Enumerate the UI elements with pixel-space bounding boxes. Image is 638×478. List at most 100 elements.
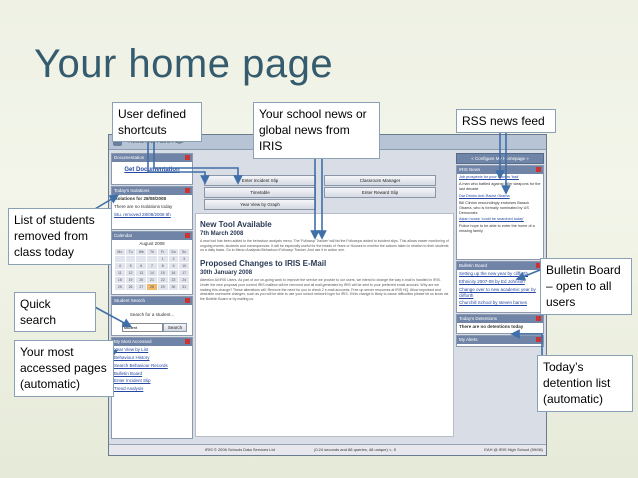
calendar-day[interactable]: 16 xyxy=(168,269,179,276)
calendar-day xyxy=(147,255,157,262)
footer-copyright: IRIS © 2006 Schools Data Services Ltd xyxy=(205,447,275,452)
recent-item[interactable]: Search Behaviour Records xyxy=(114,362,168,368)
student-search-panel: Student Search Search for a student... s… xyxy=(111,296,193,336)
get-documentation-link[interactable]: Get Documentation xyxy=(124,167,180,173)
close-icon[interactable] xyxy=(185,188,190,193)
iris-news-panel: IRIS News Job prospects for poor leavers… xyxy=(456,165,544,260)
app-screenshot: « Menu » My Home Page Documentation Get … xyxy=(108,134,547,456)
calendar-day[interactable]: 6 xyxy=(136,262,147,269)
calendar-day[interactable]: 14 xyxy=(147,269,157,276)
recent-item[interactable]: Bulletin Board xyxy=(114,370,143,376)
calendar-day[interactable]: 28 xyxy=(147,283,157,290)
isolations-header: Today's Isolations xyxy=(112,187,192,195)
bulletin-item[interactable]: Ethnicity 2007-08 by Ed Johnson xyxy=(459,278,525,284)
iris-news-item: A man who battled against killer weapons… xyxy=(459,181,541,191)
news-title-1: New Tool Available xyxy=(200,220,272,229)
calendar-day[interactable]: 13 xyxy=(136,269,147,276)
student-search-input[interactable]: student xyxy=(122,323,163,332)
calendar-day: Th xyxy=(147,248,157,255)
calendar-day: Sa xyxy=(168,248,179,255)
classroom-manager-button[interactable]: Classroom Manager xyxy=(324,175,436,186)
calendar-day[interactable]: 10 xyxy=(179,262,189,269)
calendar-day[interactable]: 19 xyxy=(125,276,136,283)
calendar-day[interactable]: 15 xyxy=(157,269,168,276)
calendar-day: Fr xyxy=(157,248,168,255)
callout-rss: RSS news feed xyxy=(456,109,556,134)
calendar-day[interactable]: 21 xyxy=(147,276,157,283)
calendar-day[interactable]: 4 xyxy=(115,262,125,269)
recent-item[interactable]: Enter Incident Slip xyxy=(114,378,151,384)
iris-news-item[interactable]: Dar Drinks Anti-Racist Obama xyxy=(459,193,510,198)
calendar-day[interactable]: 25 xyxy=(115,283,125,290)
bulletin-item[interactable]: Churchill School by steven barnes xyxy=(459,300,528,306)
calendar-day: Tu xyxy=(125,248,136,255)
calendar-day[interactable]: 23 xyxy=(168,276,179,283)
calendar-day[interactable]: 2 xyxy=(168,255,179,262)
student-search-label: Search for a student... xyxy=(129,312,175,317)
calendar-day[interactable]: 30 xyxy=(168,283,179,290)
calendar-day[interactable]: 22 xyxy=(157,276,168,283)
close-icon[interactable] xyxy=(536,316,541,321)
iris-news-item[interactable]: Asian house 'could be searched today' xyxy=(459,217,524,222)
callout-isolations: List of students removed from class toda… xyxy=(8,208,112,265)
iris-news-list: Job prospects for poor leavers 'bad' A ma… xyxy=(457,174,543,235)
enter-reward-slip-button[interactable]: Enter Reward Slip xyxy=(324,187,436,198)
calendar-day[interactable]: 11 xyxy=(115,269,125,276)
close-icon[interactable] xyxy=(536,167,541,172)
callout-bulletin: Bulletin Board – open to all users xyxy=(540,258,632,315)
calendar-day[interactable]: 8 xyxy=(157,262,168,269)
calendar-day[interactable]: 1 xyxy=(157,255,168,262)
calendar-day[interactable]: 9 xyxy=(168,262,179,269)
calendar-day[interactable]: 18 xyxy=(115,276,125,283)
timetable-button[interactable]: Timetable xyxy=(204,187,316,198)
close-icon[interactable] xyxy=(185,339,190,344)
year-view-by-graph-button[interactable]: Year View by Graph xyxy=(204,199,316,210)
recent-item[interactable]: Year View by List xyxy=(114,347,149,352)
recent-item[interactable]: Behaviour History xyxy=(114,354,150,360)
calendar-day[interactable]: 3 xyxy=(179,255,189,262)
close-icon[interactable] xyxy=(536,337,541,342)
close-icon[interactable] xyxy=(536,263,541,268)
calendar-day[interactable]: 17 xyxy=(179,269,189,276)
calendar-day: Mo xyxy=(115,248,125,255)
alerts-panel: My Alerts xyxy=(456,335,544,347)
documentation-header: Documentation xyxy=(112,154,192,162)
calendar-day[interactable]: 29 xyxy=(157,283,168,290)
calendar-day[interactable]: 24 xyxy=(179,276,189,283)
calendar-header: Calendar xyxy=(112,232,192,240)
calendar-day[interactable]: 7 xyxy=(147,262,157,269)
alerts-header: My Alerts xyxy=(457,336,543,344)
isolations-removed[interactable]: Stu. removed 28/08/2008 6h xyxy=(114,211,171,217)
calendar-day: Su xyxy=(179,248,189,255)
callout-school-news: Your school news or global news from IRI… xyxy=(253,102,380,159)
detentions-header: Today's Detentions xyxy=(457,315,543,323)
news-title-2: Proposed Changes to IRIS E-Mail xyxy=(200,259,327,269)
close-icon[interactable] xyxy=(185,233,190,238)
search-button[interactable]: Search xyxy=(163,323,187,332)
calendar-day[interactable]: 12 xyxy=(125,269,136,276)
calendar-day[interactable]: 5 xyxy=(125,262,136,269)
news-main: New Tool Available 7th March 2008 A new … xyxy=(195,213,454,437)
calendar-day[interactable]: 31 xyxy=(179,283,189,290)
callout-recent: Your most accessed pages (automatic) xyxy=(14,340,114,397)
news-date-2: 30th January 2008 xyxy=(200,270,253,277)
calendar-day[interactable]: 26 xyxy=(125,283,136,290)
close-icon[interactable] xyxy=(185,298,190,303)
calendar-day xyxy=(115,255,125,262)
calendar-day[interactable]: 27 xyxy=(136,283,147,290)
bulletin-panel: Bulletin Board Setting up the new year b… xyxy=(456,261,544,313)
close-icon[interactable] xyxy=(185,155,190,160)
callout-user-defined: User defined shortcuts xyxy=(112,102,202,143)
calendar-day[interactable]: 20 xyxy=(136,276,147,283)
iris-news-item: Bill Clinton resoundingly endorses Barac… xyxy=(459,200,530,215)
enter-incident-slip-button[interactable]: Enter Incident Slip xyxy=(204,175,316,186)
recent-item[interactable]: Trend Analysis xyxy=(114,386,144,392)
bulletin-item[interactable]: Setting up the new year by clifforth xyxy=(459,271,528,276)
iris-news-item[interactable]: Job prospects for poor leavers 'bad' xyxy=(459,175,519,179)
bulletin-item[interactable]: Change over to new academic year by clif… xyxy=(459,286,536,298)
callout-quick-search: Quick search xyxy=(14,292,96,333)
slide-title: Your home page xyxy=(34,42,334,86)
configure-homepage-button[interactable]: « Configure My Homepage » xyxy=(456,153,544,164)
